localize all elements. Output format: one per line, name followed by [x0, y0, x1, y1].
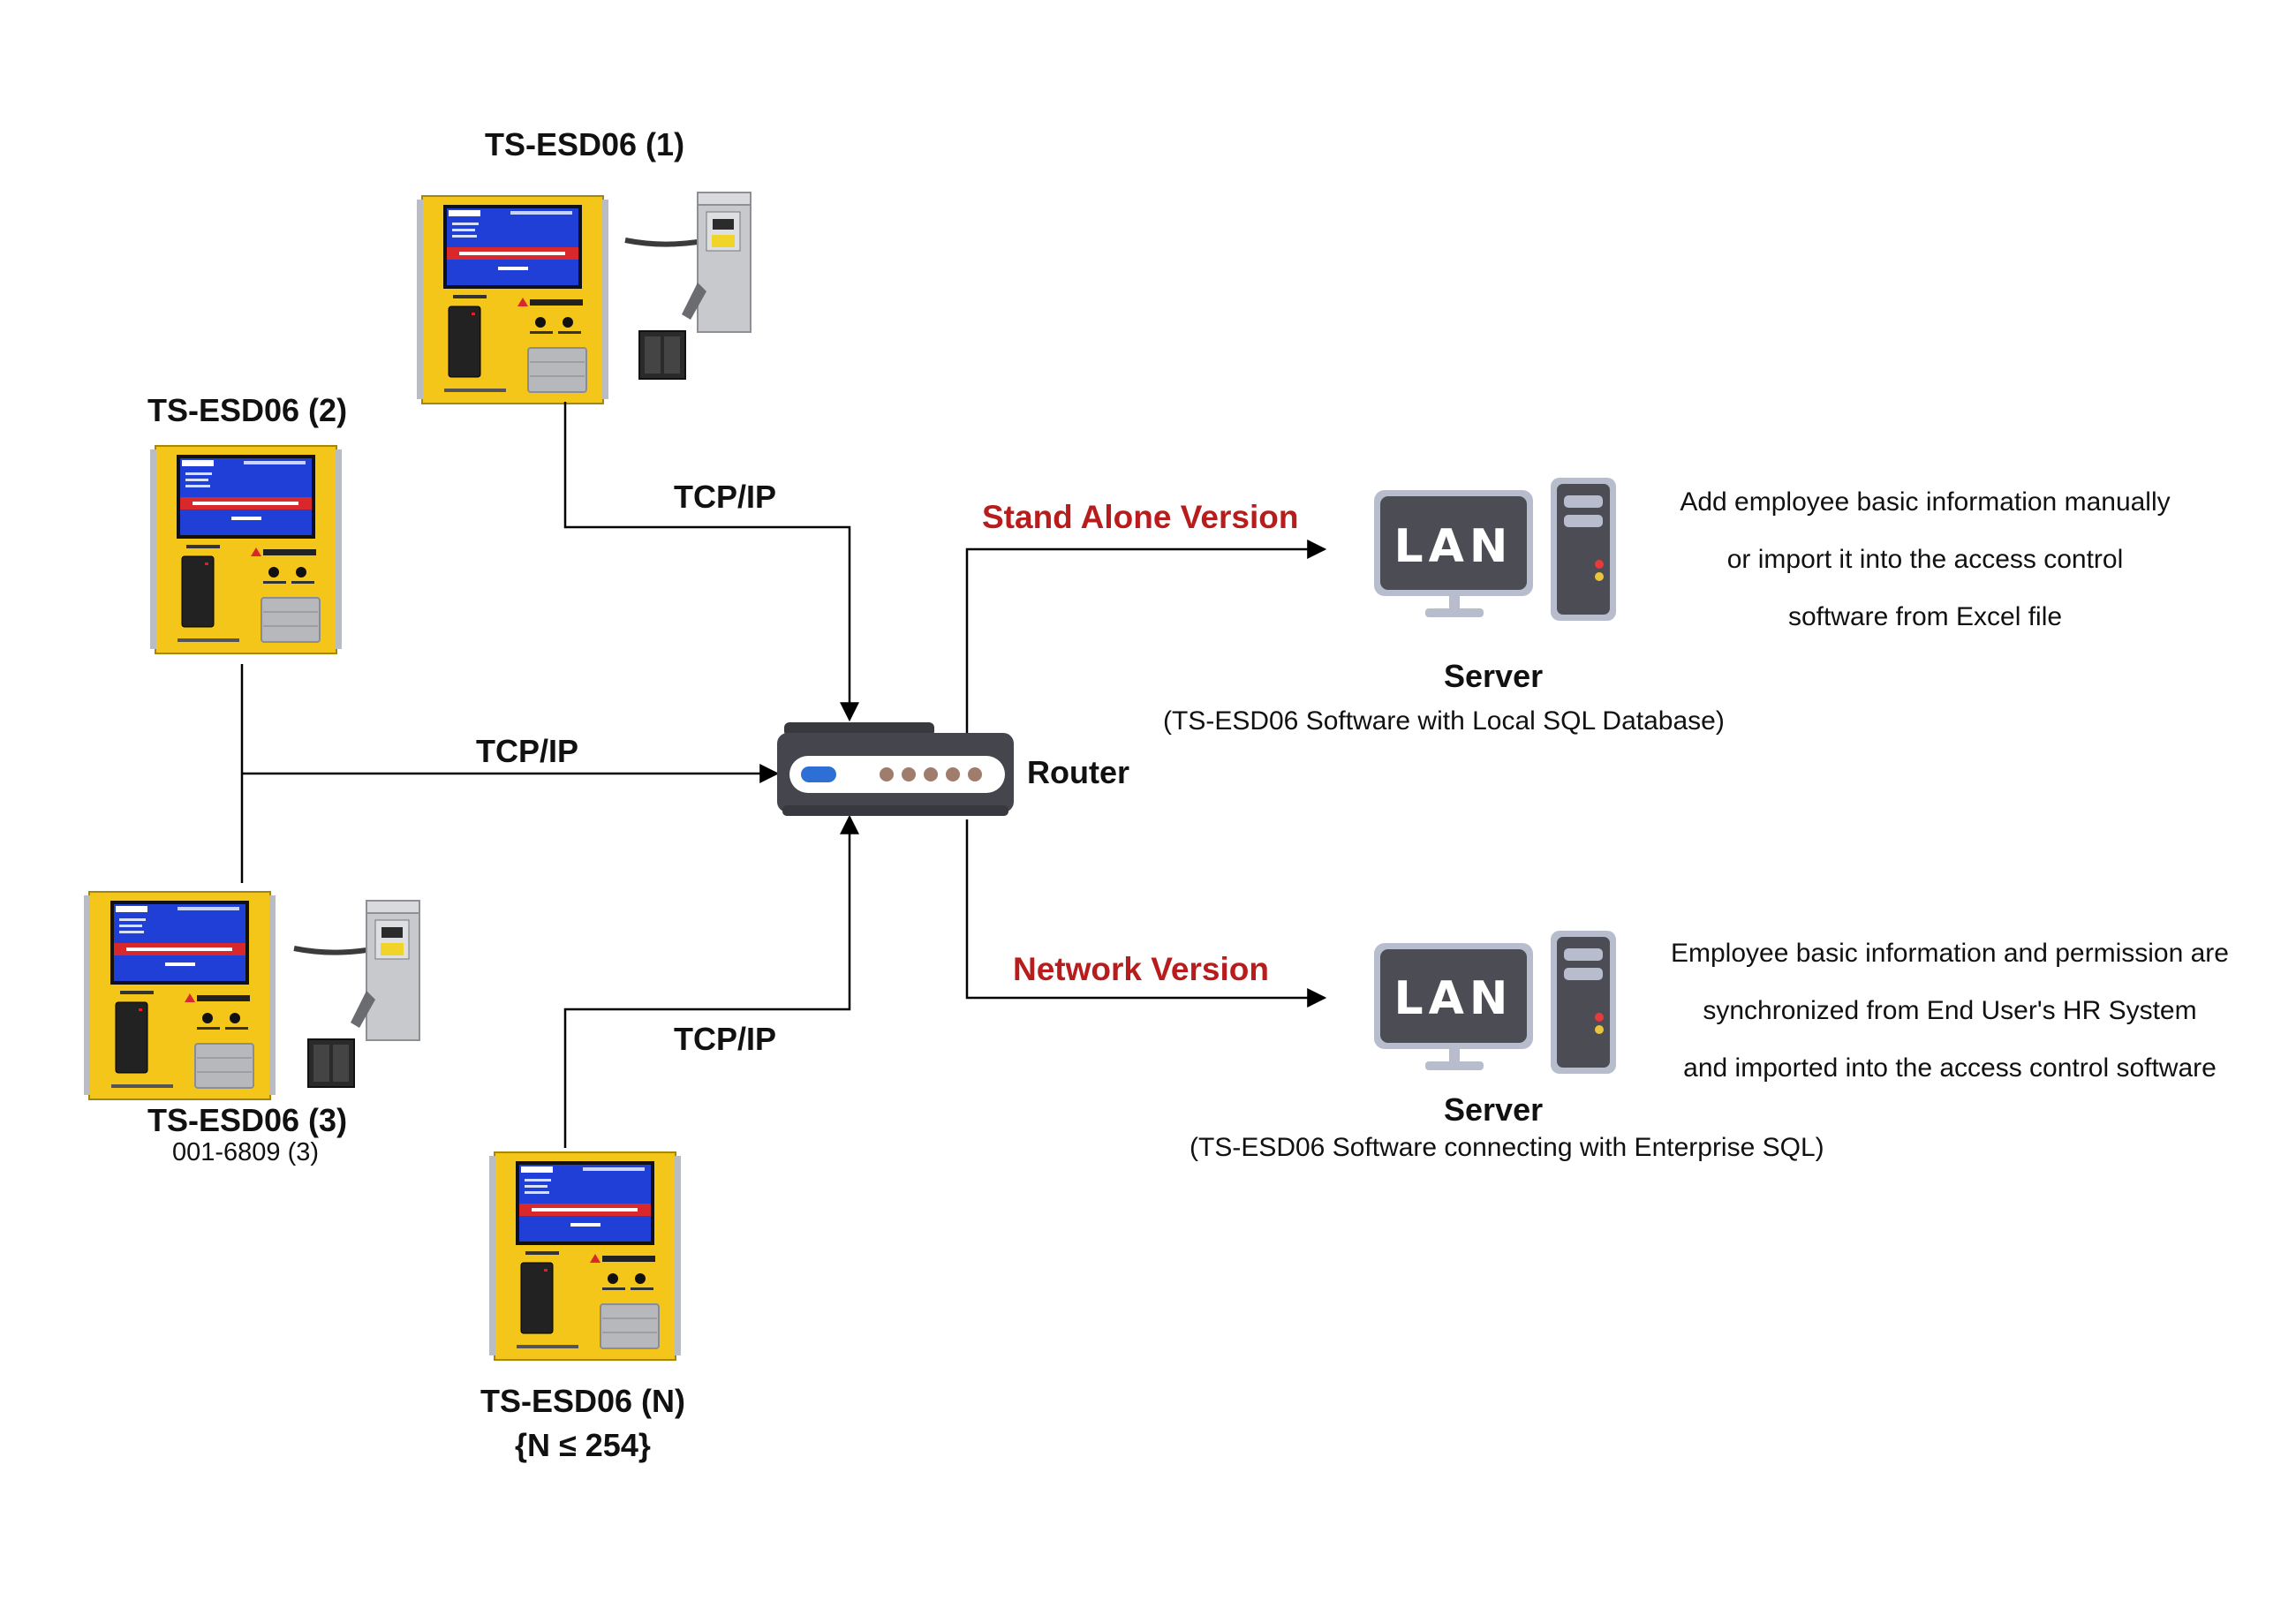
terminal-1-title: TS-ESD06 (1) — [485, 126, 685, 162]
description-line: Employee basic information and permissio… — [1671, 939, 2229, 968]
server-standalone-title: Server — [1444, 658, 1544, 694]
terminal-n-subtitle: {N ≤ 254} — [515, 1427, 651, 1463]
terminal-2-title: TS-ESD06 (2) — [147, 392, 348, 428]
router-icon — [777, 722, 1014, 816]
terminal-3-device — [83, 891, 276, 1100]
server-standalone-description: Add employee basic information manually … — [1660, 473, 2190, 645]
terminal-2-device — [149, 445, 343, 654]
server-standalone-screen-text: LAN — [1394, 520, 1514, 573]
description-line: or import it into the access control — [1726, 545, 2124, 574]
description-line: and imported into the access control sof… — [1683, 1053, 2217, 1083]
description-line: synchronized from End User's HR System — [1703, 996, 2197, 1025]
tcp-ip-label-n: TCP/IP — [674, 1021, 777, 1057]
description-line: software from Excel file — [1787, 602, 2063, 631]
terminal-3-turnstile — [294, 901, 419, 1087]
terminal-n-title: TS-ESD06 (N) — [480, 1383, 686, 1419]
terminal-3-title: TS-ESD06 (3) — [147, 1102, 348, 1138]
link-network-server — [965, 819, 1327, 1008]
server-network-subtitle: (TS-ESD06 Software connecting with Enter… — [1190, 1133, 1824, 1162]
terminal-1-device — [416, 195, 609, 404]
network-version-label: Network Version — [1013, 951, 1269, 987]
terminal-n-device — [488, 1151, 682, 1361]
terminal-1-turnstile — [625, 192, 751, 379]
link-terminal-1 — [563, 402, 859, 722]
tcp-ip-label-2: TCP/IP — [476, 733, 579, 769]
description-line: Add employee basic information manually — [1680, 487, 2171, 517]
server-network-title: Server — [1444, 1091, 1544, 1128]
terminal-3-subtitle: 001-6809 (3) — [172, 1138, 320, 1166]
link-standalone-server — [965, 540, 1327, 733]
connection-lines — [240, 402, 1327, 1148]
server-network-screen-text: LAN — [1394, 972, 1514, 1025]
link-terminal-n — [563, 814, 859, 1148]
server-standalone-subtitle: (TS-ESD06 Software with Local SQL Databa… — [1163, 706, 1725, 736]
tcp-ip-label-1: TCP/IP — [674, 479, 777, 515]
router-label: Router — [1027, 754, 1129, 790]
standalone-version-label: Stand Alone Version — [982, 499, 1299, 535]
server-network-description: Employee basic information and permissio… — [1650, 925, 2250, 1097]
